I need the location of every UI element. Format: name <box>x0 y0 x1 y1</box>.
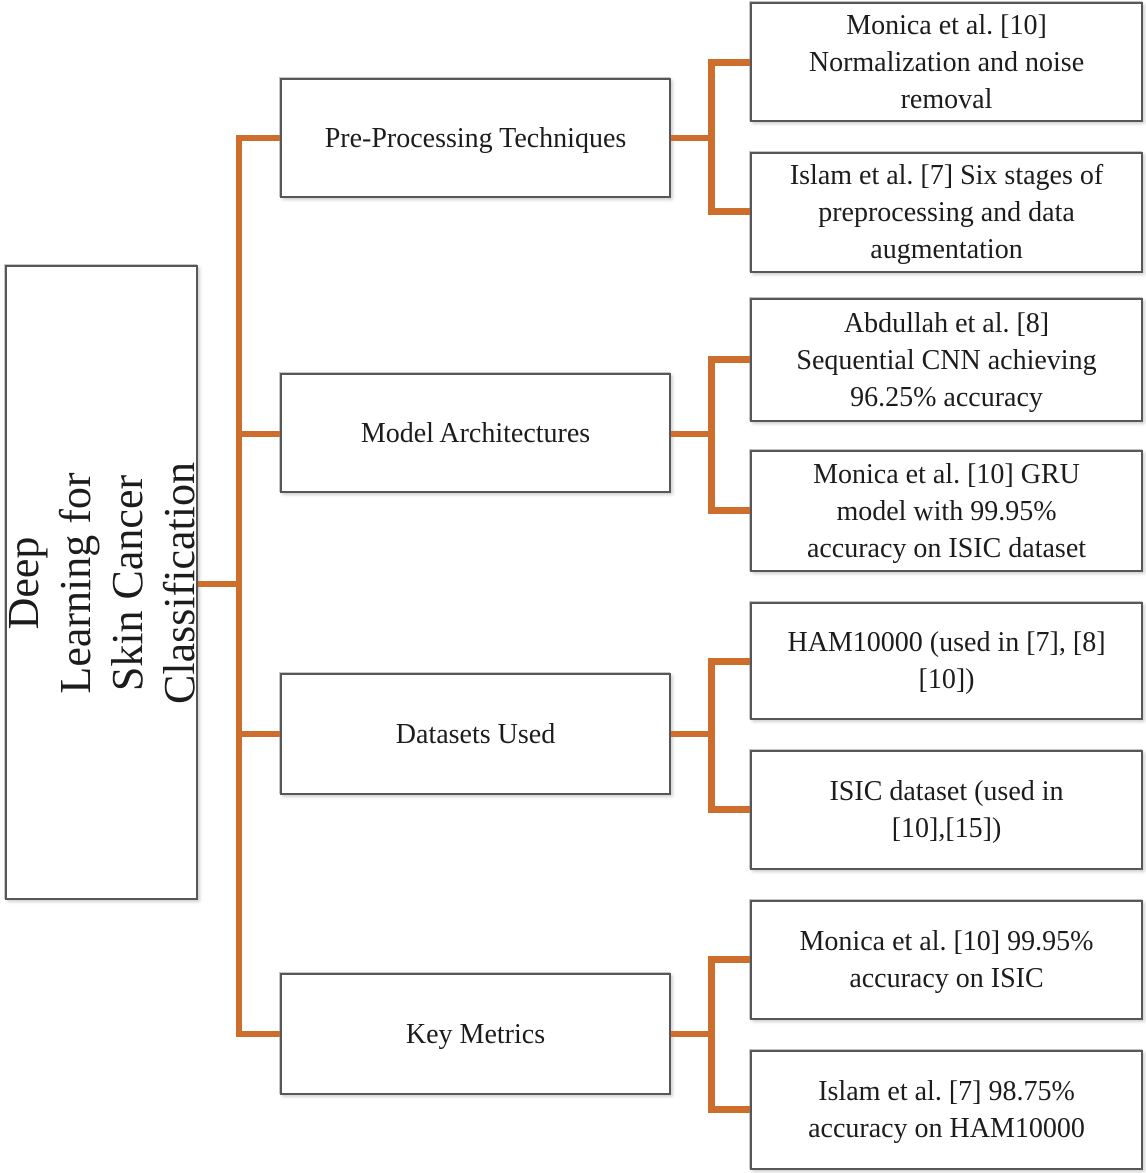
connector-g3-child1-stub <box>715 658 750 665</box>
connector-g2-child1-stub <box>715 356 750 363</box>
category-label: Datasets Used <box>395 718 556 750</box>
connector-branch-model-architectures <box>236 431 280 437</box>
connector-g3-bracket-vertical <box>708 658 715 813</box>
leaf-node-ham10000: HAM10000 (used in [7], [8] [10]) <box>750 602 1143 720</box>
leaf-text: Islam et al. [7] 98.75% accuracy on HAM1… <box>808 1076 1085 1144</box>
leaf-text: Islam et al. [7] Six stages of preproces… <box>789 160 1104 265</box>
category-label: Pre-Processing Techniques <box>324 122 627 154</box>
root-node: Deep Learning for Skin Cancer Classifica… <box>0 265 204 900</box>
connector-trunk-vertical <box>236 135 242 1037</box>
connector-g1-bracket-vertical <box>708 59 715 215</box>
connector-branch-preprocessing <box>236 135 280 141</box>
leaf-node-islam-accuracy: Islam et al. [7] 98.75% accuracy on HAM1… <box>750 1050 1143 1170</box>
category-node-preprocessing: Pre-Processing Techniques <box>280 78 671 198</box>
connector-g1-parent-stub <box>671 135 708 141</box>
connector-g4-parent-stub <box>671 1031 708 1037</box>
connector-branch-datasets <box>236 731 280 737</box>
leaf-text: Monica et al. [10] 99.95% accuracy on IS… <box>799 926 1094 994</box>
connector-g2-child2-stub <box>715 507 750 514</box>
leaf-node-monica-preprocessing: Monica et al. [10] Normalization and noi… <box>750 2 1143 122</box>
leaf-node-abdullah-cnn: Abdullah et al. [8] Sequential CNN achie… <box>750 298 1143 422</box>
leaf-text: ISIC dataset (used in [10],[15]) <box>829 776 1064 844</box>
leaf-text: Monica et al. [10] GRU model with 99.95%… <box>806 458 1087 564</box>
leaf-text: HAM10000 (used in [7], [8] [10]) <box>787 627 1106 695</box>
leaf-node-isic-dataset: ISIC dataset (used in [10],[15]) <box>750 750 1143 870</box>
connector-g3-parent-stub <box>671 731 708 737</box>
leaf-node-islam-preprocessing: Islam et al. [7] Six stages of preproces… <box>750 152 1143 273</box>
category-node-model-architectures: Model Architectures <box>280 373 671 493</box>
category-node-datasets: Datasets Used <box>280 673 671 795</box>
leaf-text: Monica et al. [10] Normalization and noi… <box>808 9 1085 115</box>
leaf-text: Abdullah et al. [8] Sequential CNN achie… <box>796 307 1097 413</box>
leaf-node-monica-gru: Monica et al. [10] GRU model with 99.95%… <box>750 450 1143 572</box>
category-label: Key Metrics <box>405 1018 546 1050</box>
connector-g1-child1-stub <box>715 59 750 66</box>
category-label: Model Architectures <box>360 417 591 449</box>
connector-g4-bracket-vertical <box>708 956 715 1113</box>
category-node-key-metrics: Key Metrics <box>280 973 671 1095</box>
connector-g2-bracket-vertical <box>708 356 715 514</box>
root-title: Deep Learning for Skin Cancer Classifica… <box>0 461 204 704</box>
connector-g1-child2-stub <box>715 208 750 215</box>
connector-g4-child1-stub <box>715 956 750 963</box>
leaf-node-monica-accuracy: Monica et al. [10] 99.95% accuracy on IS… <box>750 900 1143 1020</box>
connector-root-horizontal <box>198 581 236 587</box>
connector-g4-child2-stub <box>715 1106 750 1113</box>
connector-g3-child2-stub <box>715 806 750 813</box>
connector-branch-key-metrics <box>236 1031 280 1037</box>
connector-g2-parent-stub <box>671 431 708 437</box>
